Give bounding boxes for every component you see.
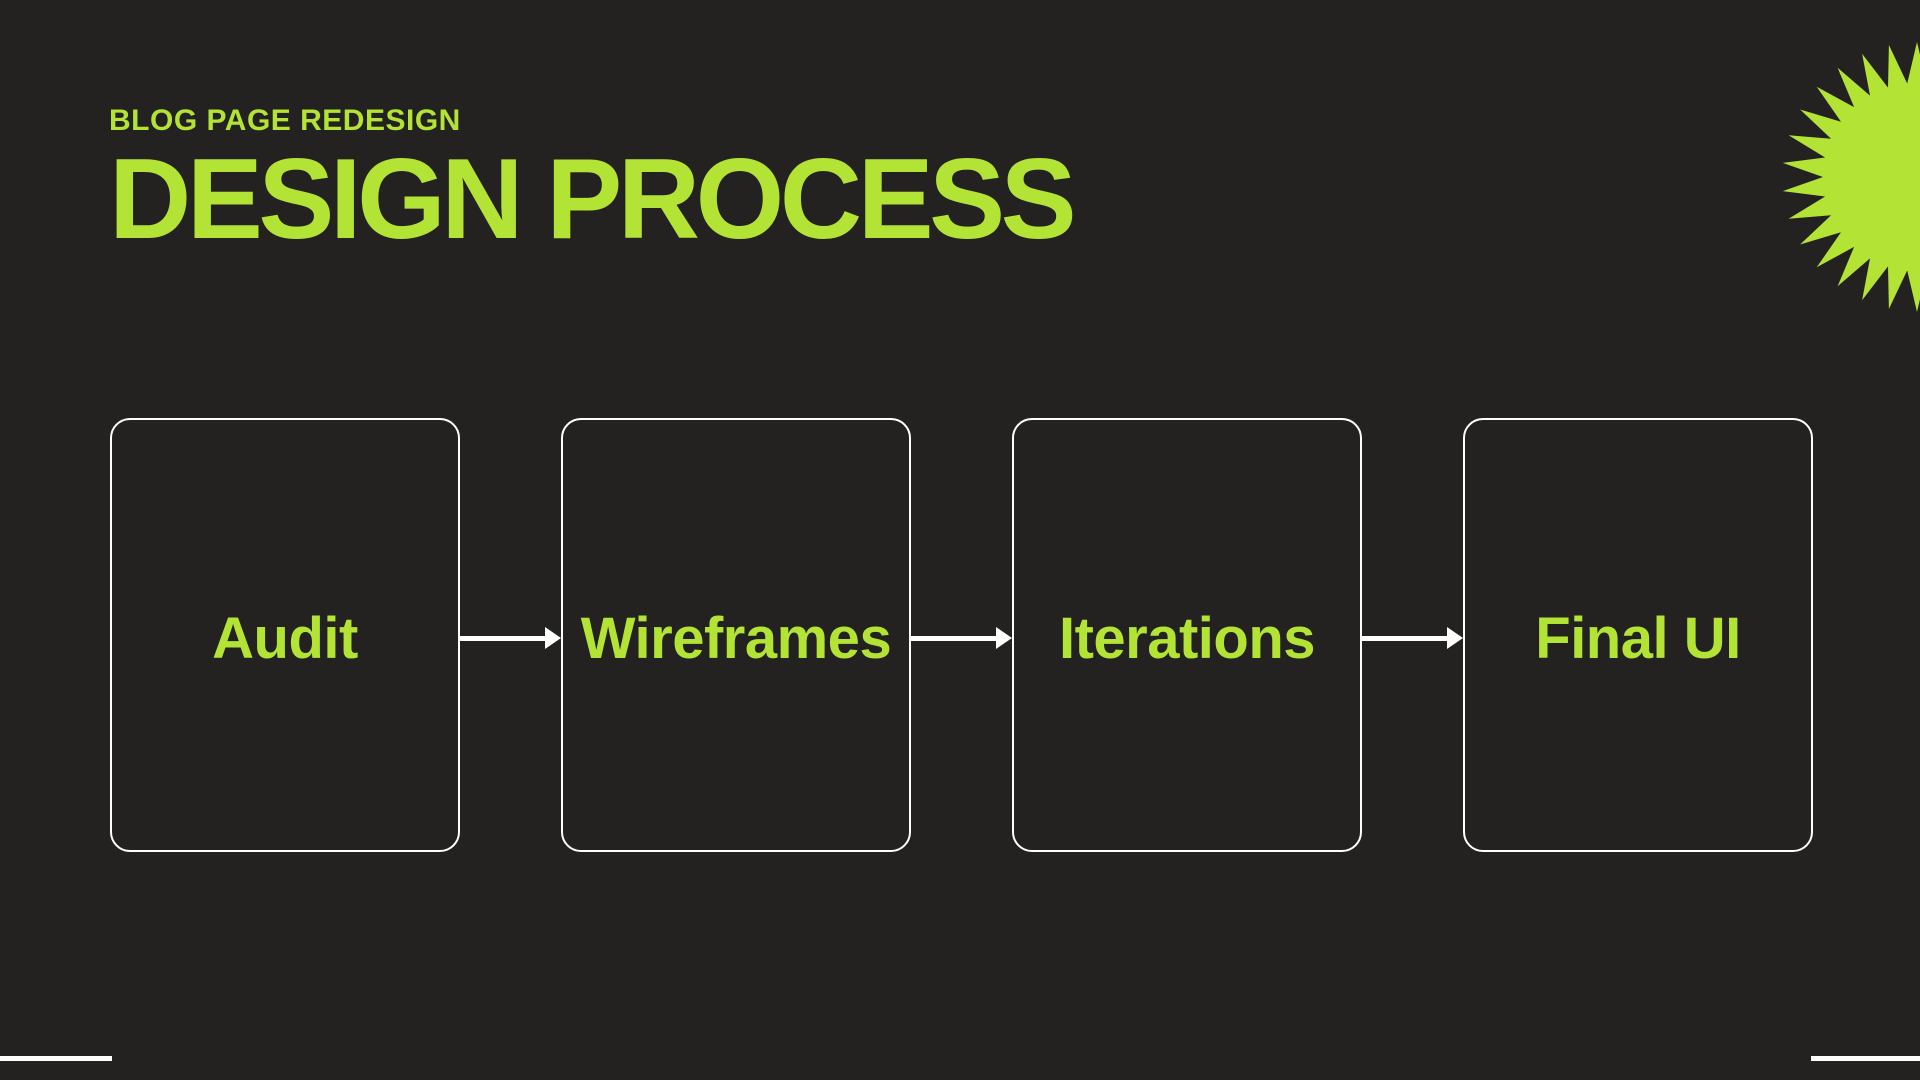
stage-label: Audit [212,605,358,671]
flow-stage-audit: Audit [110,418,460,852]
arrow-line [911,635,996,641]
connector-wireframes-iterations [911,418,1012,852]
stage-label: Final UI [1535,605,1741,671]
arrow-line [460,635,545,641]
starburst-icon [1782,42,1920,312]
starburst-shape [1782,42,1920,312]
flow-diagram: Audit Wireframes Iterations Final UI [0,418,1920,1061]
arrow-right-icon [1447,627,1463,649]
flow-stage-wireframes: Wireframes [561,418,911,852]
stage-label: Wireframes [580,605,892,671]
arrow-line [1362,635,1447,641]
stage-label: Iterations [1058,605,1316,671]
arrow-right-icon [545,627,561,649]
flow-stage-final-ui: Final UI [1463,418,1813,852]
entry-line [0,1056,112,1061]
header-eyebrow: BLOG PAGE REDESIGN [109,104,461,137]
header: BLOG PAGE REDESIGN DESIGN PROCESS [109,104,1077,263]
connector-audit-wireframes [460,418,561,852]
flow-stage-iterations: Iterations [1012,418,1362,852]
exit-line [1811,1056,1920,1061]
connector-iterations-finalui [1362,418,1463,852]
page-title: DESIGN PROCESS [109,136,1077,263]
arrow-right-icon [996,627,1012,649]
